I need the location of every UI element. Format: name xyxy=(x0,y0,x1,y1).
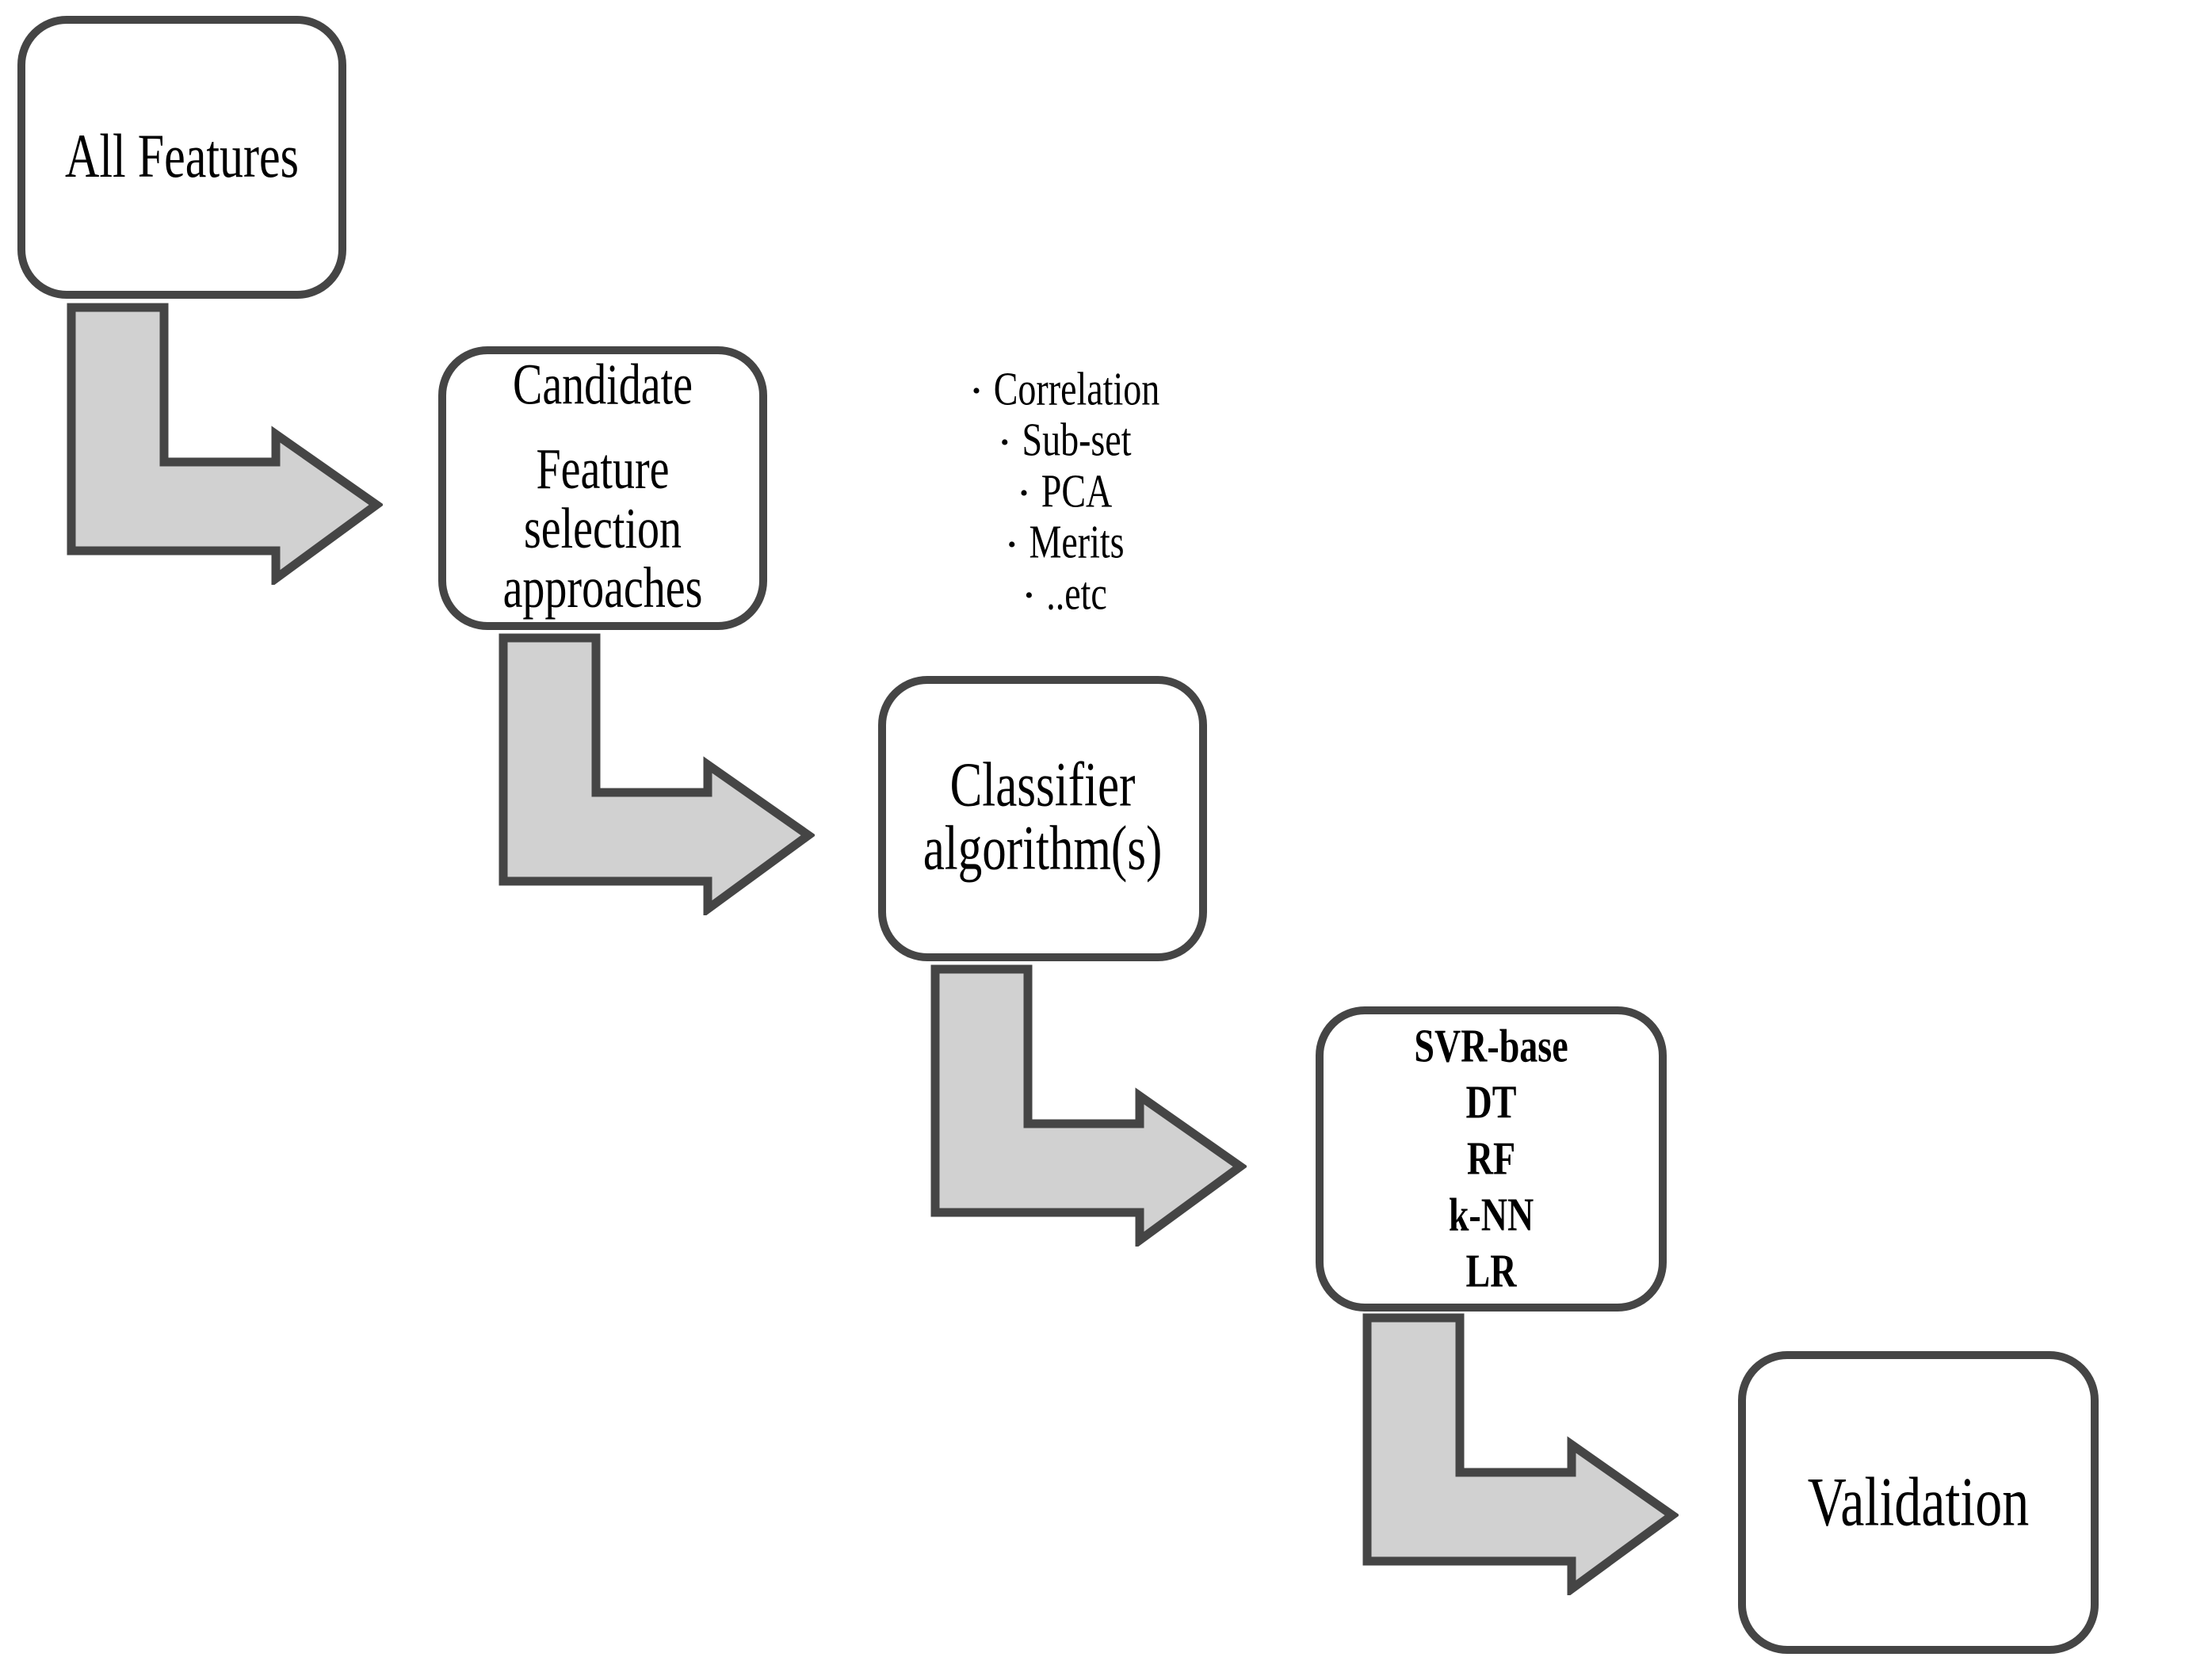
box-algorithm-list: SVR-base DT RF k-NN LR xyxy=(1316,1006,1667,1312)
algorithm-item: DT xyxy=(1465,1075,1517,1128)
flow-arrow-1 xyxy=(67,303,383,585)
candidate-title: Candidate xyxy=(512,353,693,417)
algorithm-item: k-NN xyxy=(1448,1188,1534,1241)
list-item: • Merits xyxy=(935,515,1197,569)
bullet-icon: • xyxy=(1019,480,1029,507)
list-item: • PCA xyxy=(935,464,1197,518)
candidate-line: approaches xyxy=(502,556,703,620)
list-item: • ..etc xyxy=(935,567,1197,620)
box-classifier-algorithms: Classifier algorithm(s) xyxy=(878,676,1207,961)
bullet-icon: • xyxy=(1025,582,1033,609)
list-item: • Sub-set xyxy=(935,414,1197,467)
flow-arrow-4 xyxy=(1362,1313,1679,1595)
classifier-line: Classifier xyxy=(949,750,1136,820)
flow-arrow-3 xyxy=(930,964,1247,1247)
box-all-features-label: All Features xyxy=(65,121,299,190)
box-all-features: All Features xyxy=(17,16,346,299)
list-item-label: Merits xyxy=(1029,515,1125,568)
bullet-icon: • xyxy=(1000,429,1009,456)
list-item-label: PCA xyxy=(1041,464,1113,517)
classifier-line: algorithm(s) xyxy=(923,814,1163,884)
candidate-line: selection xyxy=(523,496,682,561)
box-candidate-feature-selection: Candidate Feature selection approaches xyxy=(438,346,767,630)
elbow-arrow-shape xyxy=(499,633,815,915)
bullet-icon: • xyxy=(1007,531,1016,558)
bullet-icon: • xyxy=(972,378,981,405)
algorithm-item: RF xyxy=(1466,1132,1516,1185)
candidate-line: Feature xyxy=(536,437,670,502)
flow-arrow-2 xyxy=(499,633,815,915)
box-validation: Validation xyxy=(1738,1351,2099,1654)
list-item-label: ..etc xyxy=(1046,566,1107,620)
list-item: • Correlation xyxy=(935,362,1197,416)
algorithm-item: LR xyxy=(1465,1244,1517,1297)
feature-selection-methods-list: •Correlation •Sub-set •PCA •Merits •..et… xyxy=(935,362,1197,620)
list-item-label: Sub-set xyxy=(1022,413,1132,466)
list-item-label: Correlation xyxy=(993,362,1160,415)
elbow-arrow-shape xyxy=(930,964,1247,1247)
algorithm-item: SVR-base xyxy=(1414,1019,1568,1072)
elbow-arrow-shape xyxy=(67,303,383,585)
elbow-arrow-shape xyxy=(1362,1313,1679,1595)
box-validation-label: Validation xyxy=(1807,1461,2030,1541)
